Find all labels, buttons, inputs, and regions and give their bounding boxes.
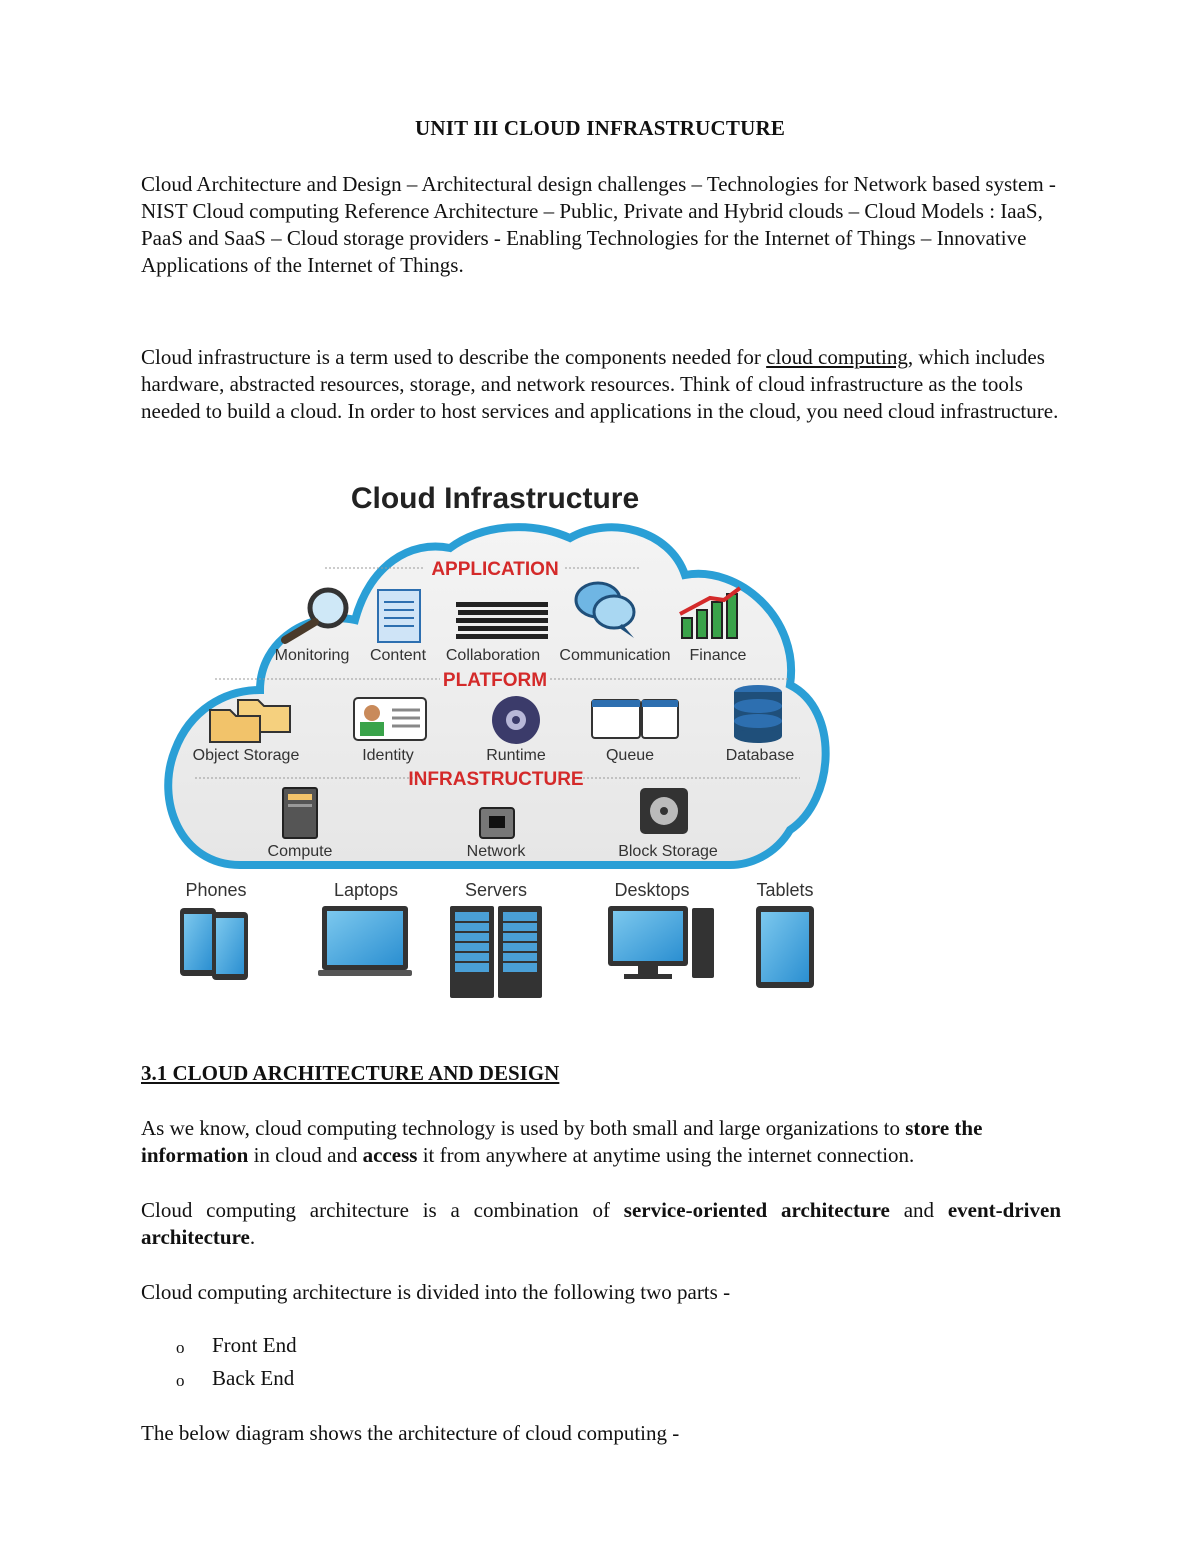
bar-chart-icon bbox=[679, 586, 742, 639]
para2-bold-2: event-driven architecture bbox=[141, 1198, 1062, 1249]
label-content: Content bbox=[370, 647, 427, 664]
para2-text-3: . bbox=[249, 1225, 256, 1249]
label-runtime: Runtime bbox=[486, 747, 546, 764]
intro-paragraph: Cloud infrastructure is a term used to d… bbox=[141, 344, 1061, 425]
para2-bold-1: service-oriented architecture bbox=[623, 1198, 890, 1222]
platform-label: PLATFORM bbox=[443, 670, 547, 691]
network-port-icon bbox=[479, 807, 515, 839]
label-communication: Communication bbox=[559, 647, 670, 664]
para-diagram-intro: The below diagram shows the architecture… bbox=[141, 1421, 680, 1445]
label-identity: Identity bbox=[362, 747, 414, 764]
speech-bubbles-icon bbox=[574, 581, 636, 638]
label-collaboration: Collaboration bbox=[446, 647, 540, 664]
phones-icon bbox=[180, 908, 248, 980]
para1-bold-2: access bbox=[362, 1143, 418, 1167]
label-network: Network bbox=[467, 843, 527, 860]
bullet-marker: o bbox=[176, 1371, 185, 1390]
label-compute: Compute bbox=[268, 843, 333, 860]
list-item-back-end: Back End bbox=[212, 1366, 295, 1390]
label-finance: Finance bbox=[690, 647, 747, 664]
label-block-storage: Block Storage bbox=[618, 843, 718, 860]
list-item-front-end: Front End bbox=[212, 1333, 297, 1357]
label-tablets: Tablets bbox=[756, 880, 813, 900]
tablet-icon bbox=[756, 906, 814, 988]
laptop-icon bbox=[318, 906, 412, 976]
application-label: APPLICATION bbox=[431, 559, 558, 580]
cloud-infrastructure-figure: Cloud Infrastructure APPLICATION PLATFOR… bbox=[164, 482, 830, 998]
label-laptops: Laptops bbox=[334, 880, 398, 900]
figure-title: Cloud Infrastructure bbox=[351, 482, 639, 515]
magnifier-icon bbox=[281, 587, 349, 644]
cloud-shape bbox=[164, 523, 830, 869]
label-monitoring: Monitoring bbox=[275, 647, 350, 664]
label-servers: Servers bbox=[465, 880, 527, 900]
stack-of-papers-icon bbox=[456, 602, 548, 639]
syllabus-paragraph: Cloud Architecture and Design – Architec… bbox=[141, 172, 1056, 277]
disc-icon bbox=[492, 696, 540, 744]
label-database: Database bbox=[726, 747, 795, 764]
para1-text-1: As we know, cloud computing technology i… bbox=[141, 1116, 906, 1140]
desktop-icon bbox=[608, 906, 714, 979]
bullet-marker: o bbox=[176, 1338, 185, 1357]
block-storage-icon bbox=[640, 788, 688, 834]
section-heading: 3.1 CLOUD ARCHITECTURE AND DESIGN bbox=[141, 1061, 560, 1085]
cloud-computing-link[interactable]: cloud computing bbox=[766, 345, 908, 369]
intro-text-1: Cloud infrastructure is a term used to d… bbox=[141, 345, 767, 369]
label-phones: Phones bbox=[185, 880, 246, 900]
para2-text-1: Cloud computing architecture is a combin… bbox=[141, 1198, 624, 1222]
para1-bold-1: store the information bbox=[141, 1116, 983, 1167]
unit-title: UNIT III CLOUD INFRASTRUCTURE bbox=[414, 116, 786, 140]
list-item: o Back End bbox=[176, 1365, 297, 1398]
para-architecture-combination: Cloud computing architecture is a combin… bbox=[141, 1197, 1061, 1251]
list-item: o Front End bbox=[176, 1332, 297, 1365]
folders-icon bbox=[209, 699, 291, 743]
label-object-storage: Object Storage bbox=[193, 747, 300, 764]
para2-text-2: and bbox=[889, 1198, 948, 1222]
servers-icon bbox=[450, 906, 542, 998]
para1-text-2: in cloud and bbox=[248, 1143, 363, 1167]
para-two-parts: Cloud computing architecture is divided … bbox=[141, 1280, 731, 1304]
label-desktops: Desktops bbox=[614, 880, 689, 900]
queue-windows-icon bbox=[591, 699, 679, 739]
document-icon bbox=[377, 589, 421, 643]
label-queue: Queue bbox=[606, 747, 654, 764]
server-tower-icon bbox=[282, 787, 318, 839]
id-card-icon bbox=[353, 697, 427, 741]
para-store-access: As we know, cloud computing technology i… bbox=[141, 1115, 1061, 1169]
intro-text-2: , which includes hardware, abstracted re… bbox=[141, 345, 1059, 423]
infrastructure-label: INFRASTRUCTURE bbox=[408, 769, 583, 790]
database-icon bbox=[734, 685, 782, 743]
para1-text-3: it from anywhere at anytime using the in… bbox=[417, 1143, 915, 1167]
